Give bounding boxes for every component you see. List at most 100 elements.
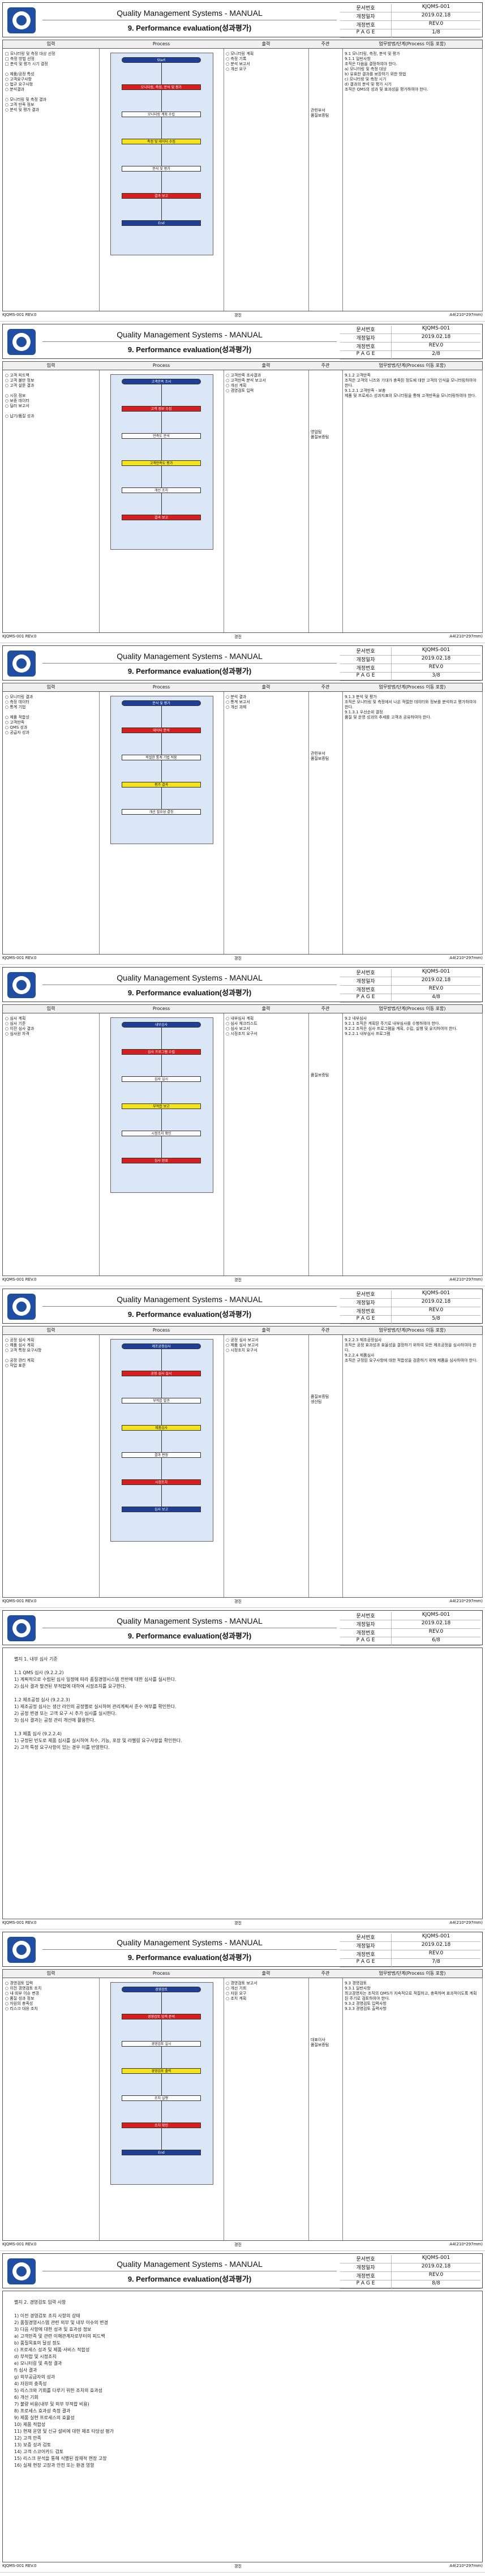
flow-arrow	[161, 1082, 162, 1103]
meta-label: P A G E	[340, 351, 392, 359]
meta-label: 개정번호	[340, 664, 392, 672]
flow-arrow	[161, 1992, 162, 2014]
footer-doc-code: KJQMS-001 REV.0	[2, 313, 37, 317]
meta-label: 개정일자	[340, 334, 392, 342]
process-step[interactable]: 제조공정심사	[122, 1343, 201, 1349]
process-step[interactable]: 경영검토 입력 준비	[122, 2014, 201, 2019]
process-step[interactable]: 만족도 분석	[122, 433, 201, 439]
process-step[interactable]: 경영검토 출력	[122, 2068, 201, 2074]
process-step[interactable]: 공정 심사 실시	[122, 1371, 201, 1376]
process-step[interactable]: 부적합 보고	[122, 1103, 201, 1109]
input-column	[3, 1334, 100, 1597]
flow-arrow	[161, 117, 162, 139]
company-logo-icon	[7, 2258, 36, 2284]
meta-label: 개정일자	[340, 977, 392, 985]
column-header: 주관	[308, 1970, 342, 1978]
content-table: 별지 2. 경영검토 입력 사항 1) 이전 경영검토 조치 사항의 상태 2)…	[2, 2291, 483, 2562]
process-step[interactable]: 모니터링, 측정, 분석 및 평가	[122, 84, 201, 90]
input-text: ○ 모니터링 결과 ○ 측정 데이터 ○ 통계 기법 ○ 제품 적합성 ○ 고객…	[5, 695, 33, 735]
footer-paper-size: A4(210*297mm)	[449, 1920, 483, 1925]
footer-company: 경진	[234, 2243, 242, 2247]
process-step[interactable]: 심사 프로그램 수립	[122, 1049, 201, 1055]
flow-arrow	[161, 412, 162, 433]
process-step[interactable]: 측정 및 데이터 수집	[122, 139, 201, 144]
meta-label: 개정일자	[340, 656, 392, 664]
procedure-text: 9.3 경영검토 9.3.1 일반사항 최고경영자는 조직의 QMS가 지속적으…	[345, 1981, 477, 2011]
process-step[interactable]: 심사 보고	[122, 1507, 201, 1512]
meta-value: KJQMS-001	[422, 1290, 450, 1296]
process-step[interactable]: End	[122, 2150, 201, 2155]
process-step[interactable]: 고객 정보 수집	[122, 406, 201, 412]
column-header: 출력	[224, 1005, 308, 1013]
procedure-column	[342, 48, 483, 311]
meta-label: P A G E	[340, 1316, 392, 1324]
procedure-text: 9.2 내부심사 9.2.1 조직은 계획된 주기로 내부심사를 수행하여야 한…	[345, 1016, 458, 1036]
process-step[interactable]: 시정조치	[122, 1479, 201, 1485]
process-step[interactable]: 적절한 통계 기법 적용	[122, 755, 201, 760]
process-step[interactable]: 모니터링 계획 수립	[122, 112, 201, 117]
column-header: 출력	[224, 40, 308, 49]
procedure-column	[342, 691, 483, 954]
process-step[interactable]: 평가 결과	[122, 782, 201, 788]
process-step[interactable]: 결과 보고	[122, 193, 201, 199]
process-step[interactable]: 고객만족도 평가	[122, 460, 201, 466]
process-step[interactable]: 심사 완료	[122, 1158, 201, 1163]
meta-value: KJQMS-001	[422, 1612, 450, 1618]
flow-arrow	[161, 2047, 162, 2068]
meta-label: 문서번호	[340, 647, 392, 655]
meta-value: REV.0	[428, 2272, 444, 2278]
process-step[interactable]: 조치 실행	[122, 2095, 201, 2101]
meta-value: 2019.02.18	[421, 1942, 451, 1948]
process-step[interactable]: 시정조치 확인	[122, 1131, 201, 1136]
process-step[interactable]: 고객만족 조사	[122, 379, 201, 384]
process-step[interactable]: 데이터 분석	[122, 728, 201, 733]
process-step[interactable]: 분석 및 평가	[122, 700, 201, 706]
process-step[interactable]: 조치 확인	[122, 2123, 201, 2128]
column-header: 입력	[3, 40, 99, 49]
process-step[interactable]: 경영검토 실시	[122, 2041, 201, 2047]
meta-value: 2019.02.18	[421, 656, 451, 661]
flow-arrow	[161, 1109, 162, 1131]
input-column	[3, 370, 100, 632]
responsible-column	[308, 370, 343, 632]
process-step[interactable]: 심사 실시	[122, 1076, 201, 1082]
process-step[interactable]: 경영검토	[122, 1987, 201, 1992]
header-title: Quality Management Systems - MANUAL	[42, 328, 337, 342]
process-step[interactable]: 내부심사	[122, 1022, 201, 1028]
company-logo-icon	[7, 329, 36, 355]
header-title: Quality Management Systems - MANUAL	[42, 971, 337, 985]
meta-label: P A G E	[340, 1637, 392, 1645]
meta-label: 개정번호	[340, 986, 392, 994]
process-step[interactable]: 결과 보고	[122, 515, 201, 520]
process-step[interactable]: 제품심사	[122, 1425, 201, 1431]
process-step[interactable]: 개선 조치	[122, 487, 201, 493]
process-step[interactable]: 분석 및 평가	[122, 166, 201, 172]
process-step[interactable]: End	[122, 220, 201, 226]
meta-label: P A G E	[340, 2280, 392, 2288]
process-step[interactable]: 결과 판정	[122, 1452, 201, 1458]
output-column	[224, 1978, 309, 2240]
process-step[interactable]: 부적합 발견	[122, 1398, 201, 1403]
meta-label: 문서번호	[340, 326, 392, 333]
column-header: Process	[99, 1970, 224, 1978]
meta-label: 개정일자	[340, 1620, 392, 1628]
input-text: ○ 경영검토 입력 ○ 이전 경영검토 조치 ○ 내·외부 이슈 변경 ○ 품질…	[5, 1981, 42, 2011]
process-step[interactable]: 개선 필요성 결정	[122, 809, 201, 815]
input-column	[3, 1978, 100, 2240]
process-step[interactable]: Start	[122, 57, 201, 63]
meta-value: KJQMS-001	[422, 647, 450, 653]
